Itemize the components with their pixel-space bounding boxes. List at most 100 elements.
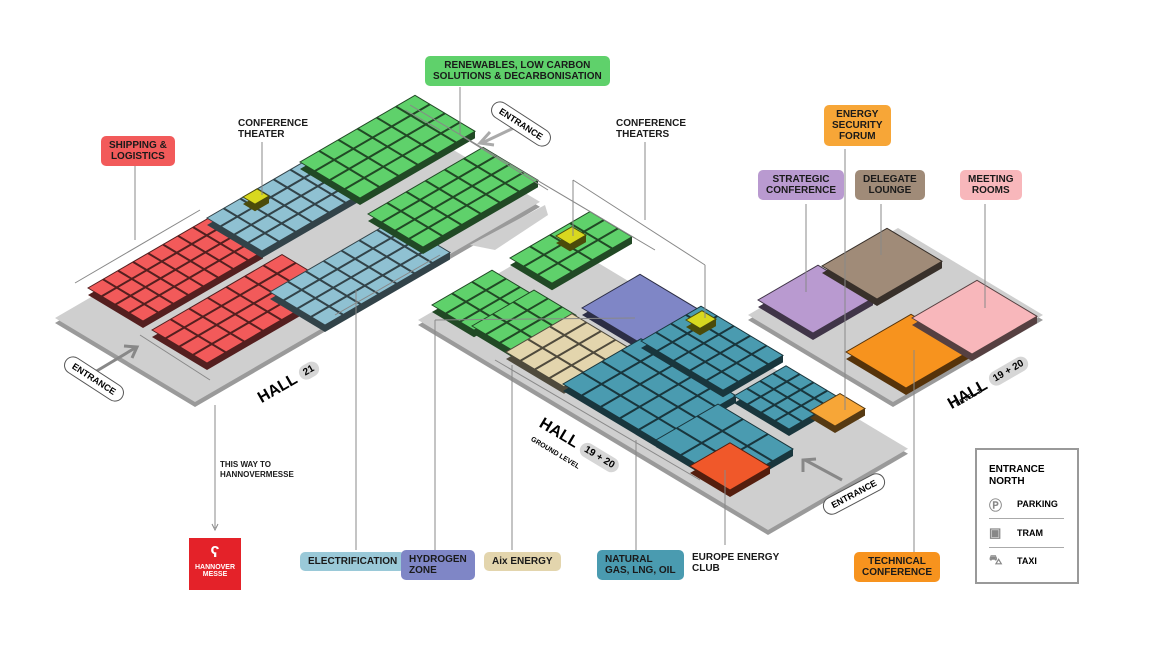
blue-zone-lower-grid-line <box>340 249 397 285</box>
shipping-zone-upper-grid-line <box>162 243 219 279</box>
label-meeting-rooms[interactable]: MEETING ROOMS <box>960 170 1022 200</box>
leader-line <box>139 334 211 381</box>
blue-zone-lower-grid-line <box>305 270 362 306</box>
blue-zone-lower-grid-line <box>283 226 410 302</box>
natural-gas-zone-b-grid-line <box>655 331 739 383</box>
legend-item-taxi: ⛍TAXI <box>989 550 1064 572</box>
hall-1920-level1-floor <box>748 228 1043 402</box>
conference-theater-block <box>685 310 717 329</box>
shipping-zone-lower-grid-line <box>188 307 245 343</box>
label-aix-energy[interactable]: Aix ENERGY <box>484 552 561 571</box>
green-block-a-grid-line <box>459 286 521 323</box>
entrance-arrow-icon <box>801 457 843 482</box>
label-shipping-logistics[interactable]: SHIPPING & LOGISTICS <box>101 136 175 166</box>
renewables-zone-lower-grid-line <box>444 168 501 204</box>
legend-title: ENTRANCE NORTH <box>989 464 1045 487</box>
renewables-zone-upper-grid-line <box>318 150 380 188</box>
blue-zone-upper-grid-line <box>223 207 280 243</box>
green-block-b-grid-line <box>569 222 613 250</box>
meeting-rooms-zone <box>911 279 1038 355</box>
shipping-zone-lower-grid-line <box>225 286 282 321</box>
green-block-c-grid-line <box>499 305 563 344</box>
renewables-zone-upper-grid-line <box>395 105 457 144</box>
label-renewables[interactable]: RENEWABLES, LOW CARBON SOLUTIONS & DECAR… <box>425 56 610 86</box>
natural-gas-zone-c-grid-line <box>772 372 829 408</box>
legend-label: PARKING <box>1017 499 1058 509</box>
natural-gas-zone-a-grid-line <box>601 360 698 420</box>
shipping-zone-upper-grid-line <box>102 278 159 314</box>
shipping-zone-upper-grid-line <box>192 226 249 261</box>
leader-line <box>459 134 549 191</box>
connector-floor <box>470 205 548 250</box>
blue-zone-lower-grid-line <box>310 243 437 318</box>
green-block-c-grid-line <box>492 313 536 341</box>
label-delegate-lounge[interactable]: DELEGATE LOUNGE <box>855 170 925 200</box>
aix-energy-zone-grid-line <box>519 321 588 362</box>
label-natural-gas[interactable]: NATURAL GAS, LNG, OIL <box>597 550 684 580</box>
label-conference-theaters: CONFERENCE THEATERS <box>616 118 687 140</box>
blue-zone-lower-grid-line <box>376 228 433 264</box>
blue-zone-lower-grid-line <box>296 235 424 310</box>
arrow-down-icon <box>211 523 219 532</box>
blue-zone-lower-grid-line <box>358 239 415 275</box>
natural-gas-zone-d-grid-line <box>696 415 773 462</box>
label-conference-theater: CONFERENCE THEATER <box>238 118 309 140</box>
aix-energy-zone-grid-line <box>549 325 609 363</box>
natural-gas-zone-c-grid-line <box>746 387 803 423</box>
blue-zone-lower-grid-line <box>323 260 380 295</box>
green-block-c-grid-line <box>485 297 549 336</box>
natural-gas-zone-c-grid-line <box>759 380 816 415</box>
green-block-b-grid-line <box>529 245 573 273</box>
entrance-north-legend: ENTRANCE NORTH Ⓟ PARKING ▣ TRAM ⛍TAXI <box>975 448 1079 584</box>
taxi-icon: ⛍ <box>989 552 1003 567</box>
renewables-zone-lower-grid-line <box>463 157 520 193</box>
parking-icon: Ⓟ <box>989 497 1003 513</box>
natural-gas-zone-b-grid-line <box>670 322 754 374</box>
shipping-zone-lower-grid-line <box>170 318 227 354</box>
divider <box>989 518 1064 519</box>
leader-line <box>409 104 656 251</box>
shipping-zone-upper-grid-line <box>117 269 174 305</box>
leader-line <box>334 254 441 316</box>
shipping-zone-upper-grid-line <box>177 234 234 270</box>
divider <box>989 547 1064 548</box>
legend-label: TRAM <box>1017 528 1043 538</box>
label-energy-security-forum[interactable]: ENERGY SECURITY FORUM <box>824 105 891 146</box>
aix-energy-zone-side <box>506 313 630 394</box>
renewables-zone-lower-grid-line <box>405 190 462 226</box>
label-strategic-conference[interactable]: STRATEGIC CONFERENCE <box>758 170 845 200</box>
shipping-zone-lower-grid-line <box>165 261 297 340</box>
shipping-zone-upper-grid-line <box>147 252 204 288</box>
label-electrification[interactable]: ELECTRIFICATION <box>300 552 406 571</box>
green-block-a-grid-line <box>471 280 515 308</box>
conference-theater-block <box>555 226 587 245</box>
label-hydrogen-zone[interactable]: HYDROGEN ZONE <box>401 550 475 580</box>
delegate-lounge-zone-side <box>822 228 942 306</box>
europe-energy-club-zone <box>689 442 771 491</box>
energy-security-forum-zone <box>809 393 866 427</box>
logo-text: HANNOVER MESSE <box>194 564 236 578</box>
renewables-zone-lower-grid-line <box>386 202 443 237</box>
blue-zone-upper-grid-line <box>289 168 346 204</box>
direction-text: THIS WAY TO HANNOVERMESSE <box>220 460 294 479</box>
entrance-arrow-icon <box>94 344 140 374</box>
label-technical-conference[interactable]: TECHNICAL CONFERENCE <box>854 552 941 582</box>
renewables-zone-lower-grid-line <box>424 179 482 215</box>
aix-energy-zone-grid-line <box>548 338 617 379</box>
leader-line <box>494 359 701 481</box>
renewables-zone-upper-grid-line <box>376 116 438 155</box>
leader-line <box>572 179 706 266</box>
green-block-a-grid-line <box>451 292 495 320</box>
natural-gas-zone-a-grid-line <box>581 371 679 431</box>
green-block-c-grid-line <box>512 301 556 329</box>
renewables-zone-upper-grid-line <box>337 138 399 177</box>
renewables-zone-upper-grid-line <box>356 127 419 166</box>
blue-zone-lower-grid-line <box>287 280 344 316</box>
aix-energy-zone-grid-line <box>527 338 587 375</box>
legend-item-tram: ▣ TRAM <box>989 522 1064 544</box>
blue-zone-upper-grid-line <box>273 178 330 214</box>
tram-icon: ▣ <box>989 525 1002 540</box>
